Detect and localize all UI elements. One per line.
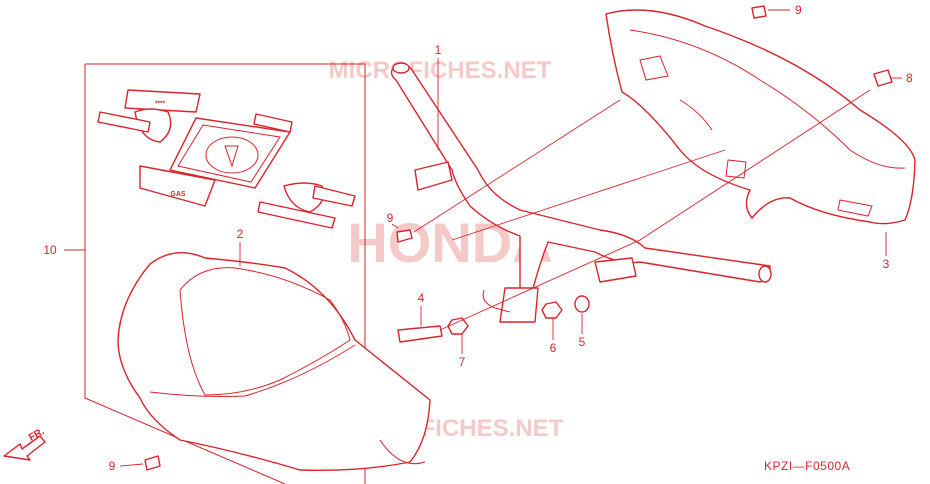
callout-1: 1 [435,43,442,57]
bolt-4 [397,325,443,343]
handlebar-tube [390,64,771,303]
mount-bracket-left [414,161,453,191]
callout-9-mid: 9 [387,211,394,225]
callout-4: 4 [418,291,425,305]
kit-outline [84,63,366,484]
front-cover [117,252,431,472]
callout-9-bottom: 9 [109,459,116,473]
svg-text:GAS: GAS [170,191,186,198]
rear-cover-body [605,9,916,225]
callout-10: 10 [43,243,57,257]
decal-3 [97,111,151,133]
decal-4 [253,113,293,133]
bolt-8 [873,69,893,87]
callout-2: 2 [237,227,244,241]
front-cover-body [117,252,431,472]
hardware [144,5,893,471]
leader-lines [64,9,902,467]
callout-3: 3 [883,257,890,271]
decal-1 [124,89,201,113]
mount-bracket-right [594,257,637,283]
callout-5: 5 [579,335,586,349]
callout-6: 6 [550,341,557,355]
rear-cover [605,9,916,225]
front-direction-indicator: FR. [3,426,47,461]
decal-8 [257,201,336,229]
decal-2 [134,108,172,143]
handlebar-post [499,287,539,323]
screw-9-mid [396,229,413,243]
screw-9-top [751,5,767,19]
decal-set: ▪▪▪▪ GAS [97,89,356,229]
washer-5 [574,295,590,313]
diagram-code: KPZI—F0500A [764,459,850,473]
watermark-top: MICROFICHES.NET [329,57,552,84]
handlebar [390,62,772,323]
decal-7 [312,185,356,207]
front-arrow-icon [3,435,46,461]
svg-text:▪▪▪▪: ▪▪▪▪ [155,99,165,106]
screw-9-bottom [144,455,161,471]
decal-5 [139,165,216,207]
callout-7: 7 [459,355,466,369]
nut-6 [541,301,563,319]
nut-7 [447,317,469,335]
callout-8: 8 [906,71,913,85]
callout-9-top: 9 [795,3,802,17]
